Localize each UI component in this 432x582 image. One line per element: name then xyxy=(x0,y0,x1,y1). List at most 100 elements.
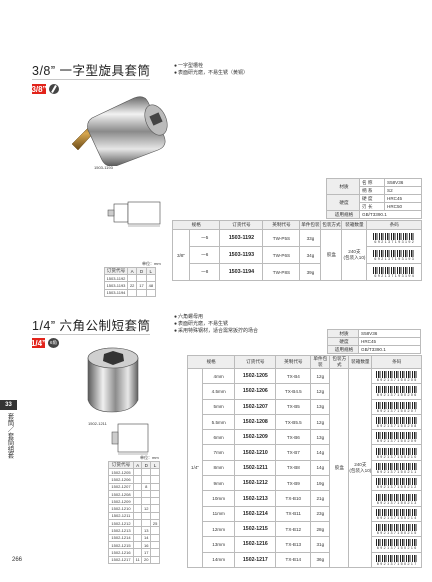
barcode xyxy=(375,508,418,516)
dim-cell: 1502-1208 xyxy=(108,489,134,499)
dim-cell xyxy=(132,533,143,542)
barcode-number: 6 9 2 1 3 7 1 9 3 1 9 4 xyxy=(374,274,414,278)
dim-cell: 1503-1193 xyxy=(104,281,128,290)
pack-weight: 31g xyxy=(310,536,331,553)
dim-cell xyxy=(150,482,160,491)
eng-code: TX-B9 xyxy=(275,475,312,492)
barcode-number: 6 9 2 1 3 7 1 5 0 2 1 7 xyxy=(376,561,417,566)
dim-header: D xyxy=(136,267,147,275)
spec-cell: 一6 xyxy=(188,246,221,264)
dim-cell xyxy=(132,548,143,557)
spec-cell: 4.5mm xyxy=(201,383,236,400)
section2-title-rule xyxy=(32,334,150,335)
eng-code: TW-P6S xyxy=(262,246,301,264)
barcode-number: 6 9 2 1 3 7 1 5 0 2 1 3 xyxy=(376,500,417,505)
spec-value: HRC50 xyxy=(384,202,422,211)
table-row: 1502-1206 xyxy=(108,475,160,484)
barcode xyxy=(375,447,418,455)
spec-cell: 4mm xyxy=(201,367,236,385)
dim-cell: 1502-1214 xyxy=(108,533,134,542)
col-header: 规格 xyxy=(171,220,221,230)
order-code: 1502-1216 xyxy=(234,536,277,553)
order-code: 1502-1208 xyxy=(234,413,277,431)
eng-code: TX-B5 xyxy=(275,398,312,415)
bullet-item: 表面研光磨，不易生锈 xyxy=(174,321,258,328)
order-code: 1502-1209 xyxy=(234,429,277,446)
chapter-title-tab: 套筒／套筒组套 xyxy=(6,413,13,459)
dim-cell xyxy=(150,497,160,506)
barcode xyxy=(375,493,418,501)
pack-weight: 28g xyxy=(310,520,331,538)
socket-dimension-drawing xyxy=(111,423,149,455)
dim-cell: 1502-1217 xyxy=(108,555,134,564)
dim-cell xyxy=(141,511,152,521)
table-row: 1502-1205 xyxy=(108,467,160,477)
spec-label: 硬度 xyxy=(327,337,359,346)
barcode-cell: 6 9 2 1 3 7 1 5 0 2 1 0 xyxy=(371,444,422,461)
barcode-number: 6 9 2 1 3 7 1 5 0 2 1 4 xyxy=(376,515,417,520)
barcode-cell: 6 9 2 1 3 7 1 5 0 2 1 4 xyxy=(371,505,422,522)
barcode xyxy=(375,417,418,425)
section1-title: 3/8” 一字型旋具套筒 xyxy=(32,64,151,78)
barcode xyxy=(375,539,418,547)
order-code: 1503-1193 xyxy=(219,246,264,264)
pack-weight: 23g xyxy=(310,505,331,522)
size-cell: 1/4” xyxy=(187,368,203,568)
pack-weight: 39g xyxy=(299,263,322,281)
order-code: 1502-1206 xyxy=(234,383,277,400)
barcode-number: 6 9 2 1 3 7 1 5 0 2 0 9 xyxy=(376,439,417,444)
eng-code: TW-P8S xyxy=(262,263,301,281)
dim-cell xyxy=(132,489,143,499)
order-code: 1503-1194 xyxy=(219,263,264,281)
barcode-cell: 6 9 2 1 3 7 1 5 0 2 1 7 xyxy=(371,551,422,568)
dim-cell: 1502-1215 xyxy=(108,540,134,550)
eng-code: TX-B5.5 xyxy=(275,413,312,431)
dim-cell xyxy=(141,519,152,528)
order-code: 1502-1210 xyxy=(234,444,277,461)
dim-cell xyxy=(150,511,160,521)
dim-cell xyxy=(132,497,143,506)
pack-weight: 36g xyxy=(310,551,331,568)
dim-cell: 1502-1211 xyxy=(108,511,134,521)
col-header: 订货代号 xyxy=(219,220,264,230)
spec-cell: 10mm xyxy=(201,490,236,507)
bullet-item: 采用特殊钢材，适合需常扳拧的场合 xyxy=(174,328,258,335)
dim-header: D xyxy=(141,461,152,469)
pack-weight: 14g xyxy=(310,459,331,477)
dim-unit: 单位：mm xyxy=(140,455,159,460)
spec-cell: 8mm xyxy=(201,459,236,477)
pack-weight: 14g xyxy=(310,444,331,461)
spec-key: 柄 系 xyxy=(359,186,385,195)
dim-cell xyxy=(150,555,160,564)
barcode-number: 6 9 2 1 3 7 1 5 0 2 1 1 xyxy=(376,469,417,474)
spec-label: 材质 xyxy=(326,178,360,195)
pack-weight: 12g xyxy=(310,413,331,431)
barcode xyxy=(375,371,418,379)
col-header: 订货代号 xyxy=(234,355,277,369)
barcode xyxy=(375,462,418,470)
spec-cell: 5.5mm xyxy=(201,413,236,431)
col-header: 条码 xyxy=(366,220,422,230)
order-code: 1502-1205 xyxy=(234,367,277,385)
dim-header: L xyxy=(150,461,160,469)
dim-cell xyxy=(136,288,147,297)
spec-value: S2 xyxy=(384,186,422,195)
dim-cell: 1503-1192 xyxy=(104,273,128,283)
barcode-cell: 6 9 2 1 3 7 1 5 0 2 1 1 xyxy=(371,459,422,477)
pack-weight: 19g xyxy=(310,475,331,492)
pack-weight: 34g xyxy=(299,246,322,264)
eng-code: TX-B6 xyxy=(275,429,312,446)
barcode xyxy=(373,250,416,257)
dim-cell xyxy=(150,540,160,550)
pack-weight: 13g xyxy=(310,398,331,415)
